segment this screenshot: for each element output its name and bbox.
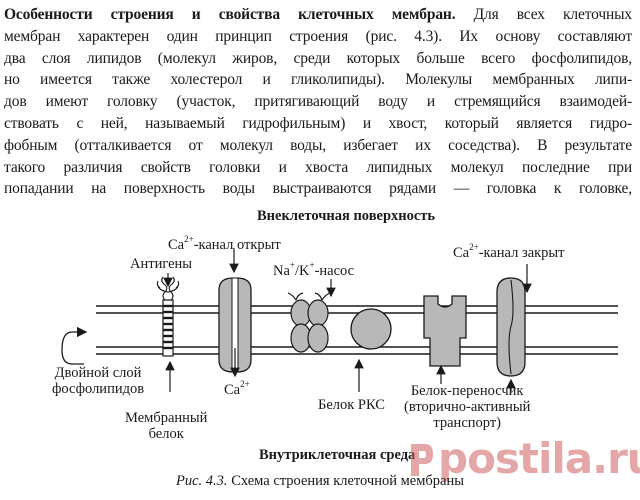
antigens-icon (156, 276, 180, 301)
body-text: Особенности строения и свойства клеточны… (4, 4, 632, 200)
na-k-pump-icon (287, 292, 331, 353)
text-line-2: мембран характерен один принцип строения… (4, 27, 632, 45)
carrier-protein-icon (423, 295, 467, 367)
na-k-pump-label: Na+/K+-насос (273, 260, 355, 279)
text-line-3: два слоя липидов (молекул жиров, среди к… (4, 49, 632, 67)
figure-caption: Рис. 4.3. Схема строения клеточной мембр… (0, 473, 640, 490)
caption-text: Схема строения клеточной мембраны (227, 473, 464, 489)
label-arrows (163, 248, 532, 392)
lead-heading: Особенности строения и свойства клеточны… (4, 6, 456, 23)
ca-channel-closed-label: Ca2+-канал закрыт (453, 242, 565, 261)
phospholipid-bilayer (96, 305, 618, 355)
text-line-9: попадании на поверхность воды выстраиваю… (4, 180, 632, 198)
text-line-6: ствовать с ней, называемый гидрофильным)… (4, 114, 632, 132)
text-line-1: Особенности строения и свойства клеточны… (4, 6, 632, 23)
bilayer-label: Двойной слой фосфолипидов (52, 365, 145, 397)
membrane-protein-label: Мембранный белок (125, 410, 208, 442)
bilayer-curved-arrow (61, 326, 88, 365)
caption-label: Рис. 4.3. (176, 473, 228, 489)
antigens-label: Антигены (130, 256, 193, 272)
carrier-protein-label: Белок-переносчик (вторично-активный тран… (404, 383, 531, 431)
membrane-diagram (61, 248, 618, 392)
text-line-8: такого различия свойств головки и хвоста… (4, 158, 632, 176)
ca-channel-closed-icon (496, 277, 526, 377)
text-line-4: но имеется также холестерол и гликолипид… (4, 71, 632, 89)
text-line-5: дов имеют головку (участок, притягивающи… (4, 93, 632, 111)
membrane-protein-icon (162, 299, 174, 357)
ca-ion-label: Ca2+ (224, 379, 250, 398)
watermark-logo-icon (411, 444, 433, 476)
outer-surface-label: Внеклеточная поверхность (257, 208, 436, 224)
watermark: postila.ru (438, 434, 640, 483)
inner-surface-label: Внутриклеточная среда (259, 447, 416, 463)
rks-protein-label: Белок РКС (318, 397, 385, 413)
membrane-figure: Внеклеточная поверхность Ca2+-канал откр… (0, 196, 640, 500)
ca-channel-open-label: Ca2+-канал открыт (168, 234, 281, 253)
rks-protein-icon (350, 308, 392, 350)
text-line-7: фобным (отталкивается от молекул воды, и… (4, 136, 632, 154)
